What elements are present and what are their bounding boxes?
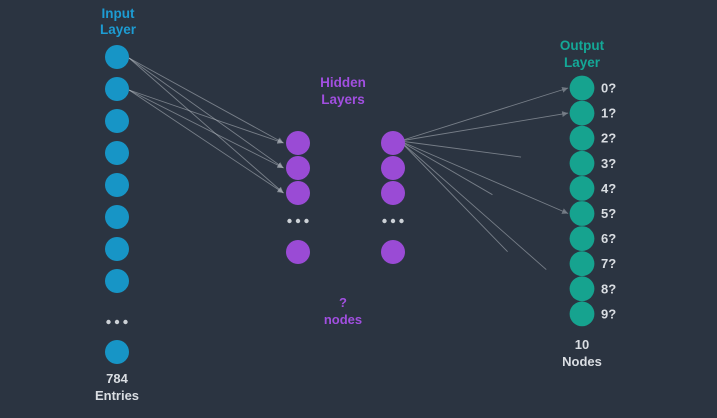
output-node-label: 5? <box>601 206 616 221</box>
output-node <box>569 301 595 327</box>
input-count-label-line2: Entries <box>95 388 139 403</box>
output-node <box>569 251 595 277</box>
hidden1-node <box>286 156 310 180</box>
hidden1-ellipsis-dot <box>287 218 292 224</box>
hidden1-ellipsis-dot <box>295 218 301 224</box>
hidden2-node <box>381 240 405 264</box>
layer-titles: Input Layer Hidden Layers Output Layer <box>100 6 605 107</box>
input-hidden-connection <box>128 57 284 194</box>
output-count-label-line2: Nodes <box>562 354 602 369</box>
input-hidden-connection <box>128 89 284 194</box>
connections-input-to-hidden <box>128 57 284 194</box>
input-ellipsis-dot <box>106 319 111 325</box>
connections-hidden-to-output <box>399 86 569 270</box>
hidden-output-connection <box>399 140 493 196</box>
input-hidden-connection <box>128 57 284 144</box>
hidden2-ellipsis-dot <box>390 218 396 224</box>
hidden-output-connection <box>399 86 569 142</box>
output-node-labels: 0? 1? 2? 3? 4? 5? 6? 7? 8? 9? <box>601 81 616 322</box>
input-node <box>105 237 129 261</box>
output-node <box>569 226 595 252</box>
input-count-label-line1: 784 <box>106 371 128 386</box>
hidden-output-connection <box>399 140 569 214</box>
hidden-layer-1-nodes <box>286 131 310 264</box>
hidden-layers-title-line2: Layers <box>321 92 365 107</box>
output-node-label: 2? <box>601 131 616 146</box>
output-layer-title-line2: Layer <box>564 55 601 70</box>
hidden-layers-title-line1: Hidden <box>320 75 366 90</box>
output-node-label: 7? <box>601 256 616 271</box>
output-node-label: 0? <box>601 81 616 96</box>
hidden2-node <box>381 181 405 205</box>
input-hidden-connection <box>128 89 284 144</box>
output-node <box>569 150 595 176</box>
output-layer-title-line1: Output <box>560 38 605 53</box>
hidden-output-connection <box>399 140 508 252</box>
output-node-label: 8? <box>601 281 616 296</box>
output-count-label-line1: 10 <box>575 337 589 352</box>
hidden-output-connection <box>399 140 547 270</box>
hidden-layer-2-nodes <box>381 131 405 264</box>
hidden-count-label-line1: ? <box>339 295 347 310</box>
output-node-label: 4? <box>601 181 616 196</box>
hidden1-node <box>286 240 310 264</box>
output-node-label: 6? <box>601 231 616 246</box>
hidden2-ellipsis-dot <box>382 218 387 224</box>
hidden-count-label-line2: nodes <box>324 312 362 327</box>
input-node <box>105 340 129 364</box>
hidden-output-connection <box>399 140 522 158</box>
output-node-label: 1? <box>601 106 616 121</box>
input-node <box>105 45 129 69</box>
output-node <box>569 201 595 226</box>
hidden2-node <box>381 131 405 155</box>
input-node <box>105 109 129 133</box>
input-ellipsis-dot <box>123 319 128 325</box>
output-node <box>569 100 595 126</box>
input-hidden-connection <box>128 57 284 169</box>
hidden1-ellipsis-dot <box>304 218 309 224</box>
input-layer-nodes <box>105 45 129 364</box>
output-node <box>569 75 595 101</box>
hidden-output-connection <box>399 111 569 142</box>
input-node <box>105 205 129 229</box>
layer-bottom-labels: 784 Entries ? nodes 10 Nodes <box>95 295 602 403</box>
input-layer-title-line1: Input <box>102 6 135 21</box>
output-node <box>569 125 595 151</box>
input-node <box>105 141 129 165</box>
input-node <box>105 77 129 101</box>
hidden2-ellipsis-dot <box>399 218 404 224</box>
hidden1-node <box>286 181 310 205</box>
hidden1-node <box>286 131 310 155</box>
output-node-label: 9? <box>601 306 616 321</box>
input-node <box>105 269 129 293</box>
input-hidden-connection <box>128 89 284 169</box>
output-node <box>569 176 595 201</box>
hidden2-node <box>381 156 405 180</box>
output-layer-nodes <box>569 75 595 327</box>
input-node <box>105 173 129 197</box>
output-node-label: 3? <box>601 156 616 171</box>
input-layer-title-line2: Layer <box>100 22 137 37</box>
input-ellipsis-dot <box>114 319 120 325</box>
output-node <box>569 276 595 302</box>
